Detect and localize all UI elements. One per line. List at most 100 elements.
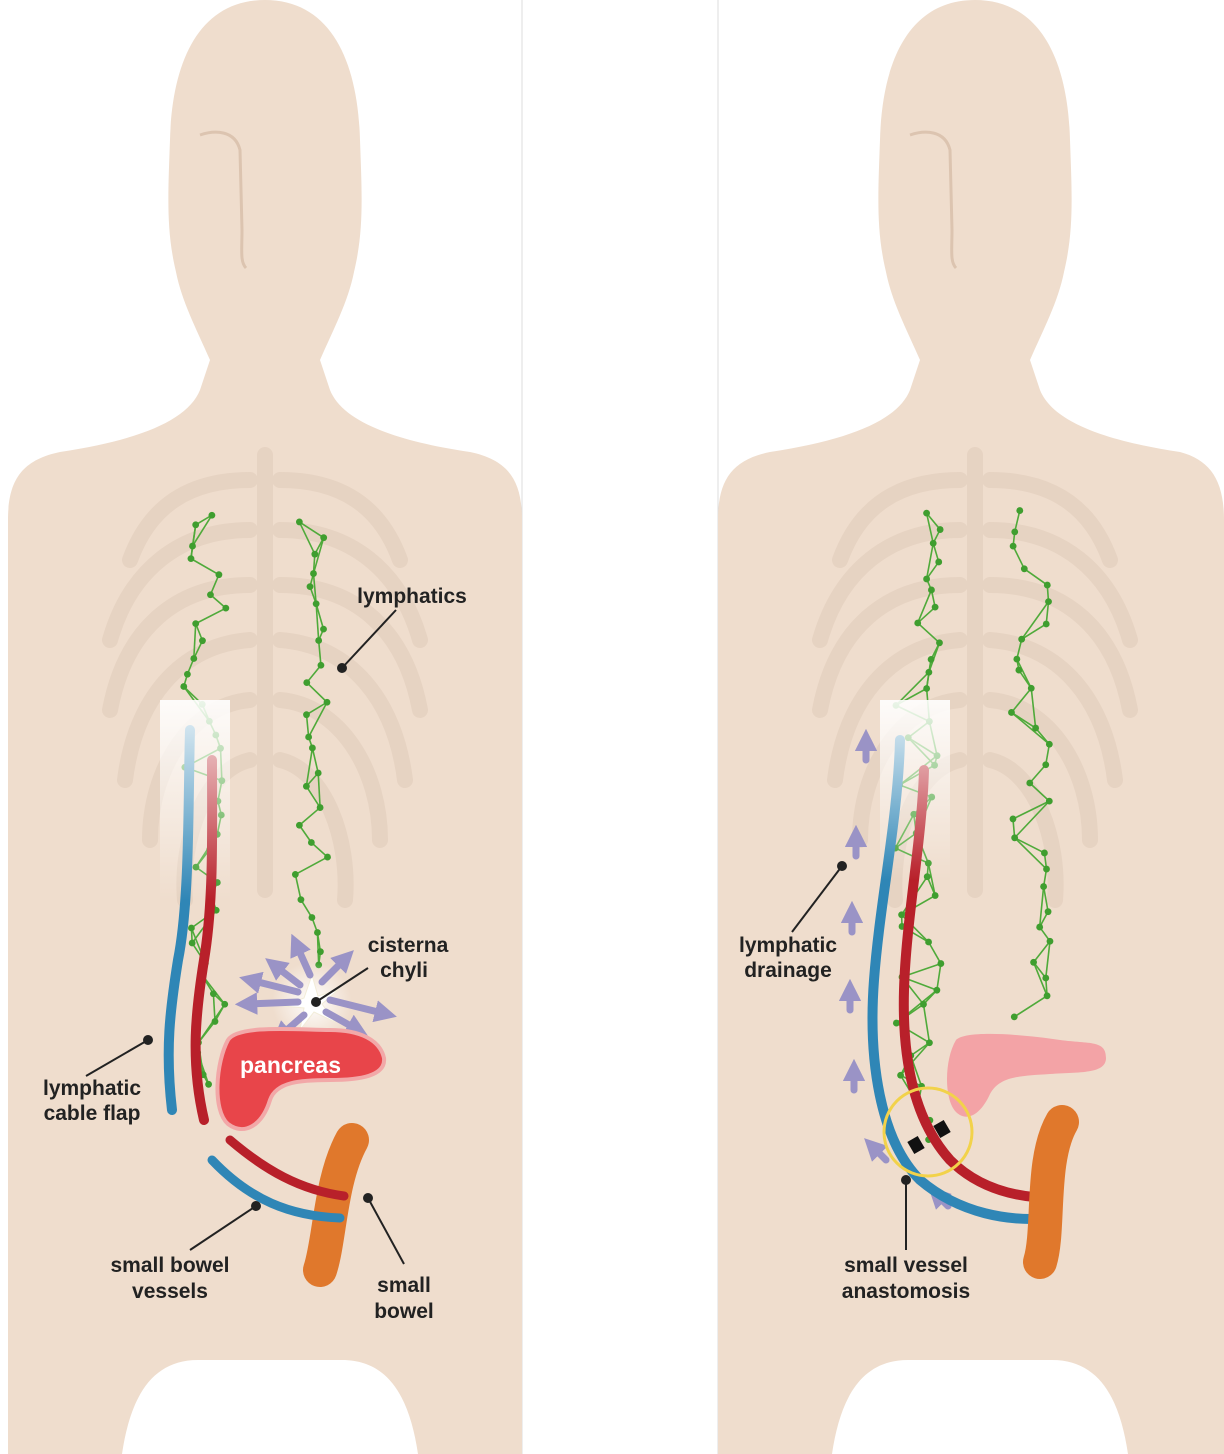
lymph-node: [1028, 685, 1035, 692]
lymph-node: [303, 783, 310, 790]
small-bowel-vessels-label-line2: vessels: [132, 1280, 208, 1303]
lymph-node: [1030, 959, 1037, 966]
lymph-node: [1018, 636, 1025, 643]
drainage-label-line1: lymphatic: [739, 934, 837, 957]
lymph-node: [1010, 543, 1017, 550]
lymph-node: [318, 662, 325, 669]
small-bowel: [1040, 1122, 1062, 1262]
anastomosis-label-line1: small vessel: [844, 1254, 968, 1277]
lymph-node: [311, 551, 318, 558]
lymph-node: [1015, 667, 1022, 674]
lymph-node: [893, 1020, 900, 1027]
lymph-node: [1045, 908, 1052, 915]
lymph-node: [310, 570, 317, 577]
lymph-node: [926, 1039, 933, 1046]
lymph-node: [925, 669, 932, 676]
lymph-node: [190, 655, 197, 662]
lymph-node: [192, 521, 199, 528]
lymph-node: [1016, 507, 1023, 514]
lymph-node: [1043, 866, 1050, 873]
lymph-node: [1040, 883, 1047, 890]
lymph-node: [292, 871, 299, 878]
lymph-node: [923, 510, 930, 517]
lymph-node: [320, 534, 327, 541]
lymph-node: [307, 583, 314, 590]
leader-dot: [838, 862, 846, 870]
lymphatics-label: lymphatics: [357, 585, 467, 608]
lymph-node: [313, 600, 320, 607]
small-bowel-vessels-label-line1: small bowel: [110, 1254, 229, 1277]
leader-dot: [364, 1194, 372, 1202]
lymph-node: [937, 960, 944, 967]
lymph-node: [914, 620, 921, 627]
lymph-node: [933, 987, 940, 994]
lymph-node: [1047, 938, 1054, 945]
cisterna-label-line2: chyli: [380, 959, 428, 982]
lymph-node: [207, 591, 214, 598]
lymph-node: [897, 1072, 904, 1079]
lymph-node: [199, 637, 206, 644]
flap-label-line2: cable flap: [44, 1102, 141, 1125]
lymph-node: [1021, 565, 1028, 572]
lymph-node: [305, 734, 312, 741]
lymph-node: [189, 940, 196, 947]
lymph-node: [928, 587, 935, 594]
drainage-label-line2: drainage: [744, 959, 832, 982]
lymph-node: [222, 605, 229, 612]
lymph-node: [180, 683, 187, 690]
lymph-node: [315, 637, 322, 644]
lymph-node: [1044, 992, 1051, 999]
lymph-node: [1046, 741, 1053, 748]
pancreas-label: pancreas: [240, 1052, 341, 1078]
lymph-node: [935, 559, 942, 566]
lymph-node: [1036, 924, 1043, 931]
lymph-node: [216, 571, 223, 578]
lymph-node: [923, 685, 930, 692]
lymph-node: [1044, 582, 1051, 589]
lymph-node: [932, 604, 939, 611]
lymph-node: [1046, 798, 1053, 805]
lymph-node: [205, 1081, 212, 1088]
lymph-node: [189, 543, 196, 550]
cisterna-label-line1: cisterna: [368, 934, 449, 957]
arrow-mark: [246, 1002, 298, 1004]
lymph-node: [1010, 816, 1017, 823]
lymph-node: [208, 512, 215, 519]
lymph-node: [298, 896, 305, 903]
lymph-node: [1042, 975, 1049, 982]
lymph-node: [314, 929, 321, 936]
lymph-node: [1026, 780, 1033, 787]
leader-dot: [252, 1202, 260, 1210]
small-bowel-label-line2: bowel: [374, 1300, 434, 1323]
right-panel: lymphatic drainage small vessel anastomo…: [718, 0, 1224, 1454]
lymph-node: [930, 540, 937, 547]
lymph-node: [1032, 725, 1039, 732]
lymph-node: [296, 519, 303, 526]
lymph-node: [188, 555, 195, 562]
lymph-node: [309, 914, 316, 921]
lymph-node: [188, 925, 195, 932]
lymph-node: [1042, 761, 1049, 768]
leader-dot: [902, 1176, 910, 1184]
leader-dot: [312, 998, 320, 1006]
lymph-node: [309, 745, 316, 752]
lymph-node: [923, 576, 930, 583]
leader-dot: [144, 1036, 152, 1044]
lymph-node: [303, 711, 310, 718]
anastomosis-label-line2: anastomosis: [842, 1280, 970, 1303]
lymph-node: [324, 854, 331, 861]
lymph-node: [212, 1018, 219, 1025]
lymph-node: [1045, 598, 1052, 605]
lymph-node: [1011, 528, 1018, 535]
leader-dot: [338, 664, 346, 672]
lymph-node: [324, 699, 331, 706]
left-panel: pancreas lymphatics cisterna chyli lymph…: [8, 0, 522, 1454]
lymph-node: [925, 939, 932, 946]
lymph-node: [317, 804, 324, 811]
lymph-node: [1043, 621, 1050, 628]
lymph-node: [210, 990, 217, 997]
lymph-node: [221, 1001, 228, 1008]
lymph-node: [937, 526, 944, 533]
lymph-node: [317, 948, 324, 955]
